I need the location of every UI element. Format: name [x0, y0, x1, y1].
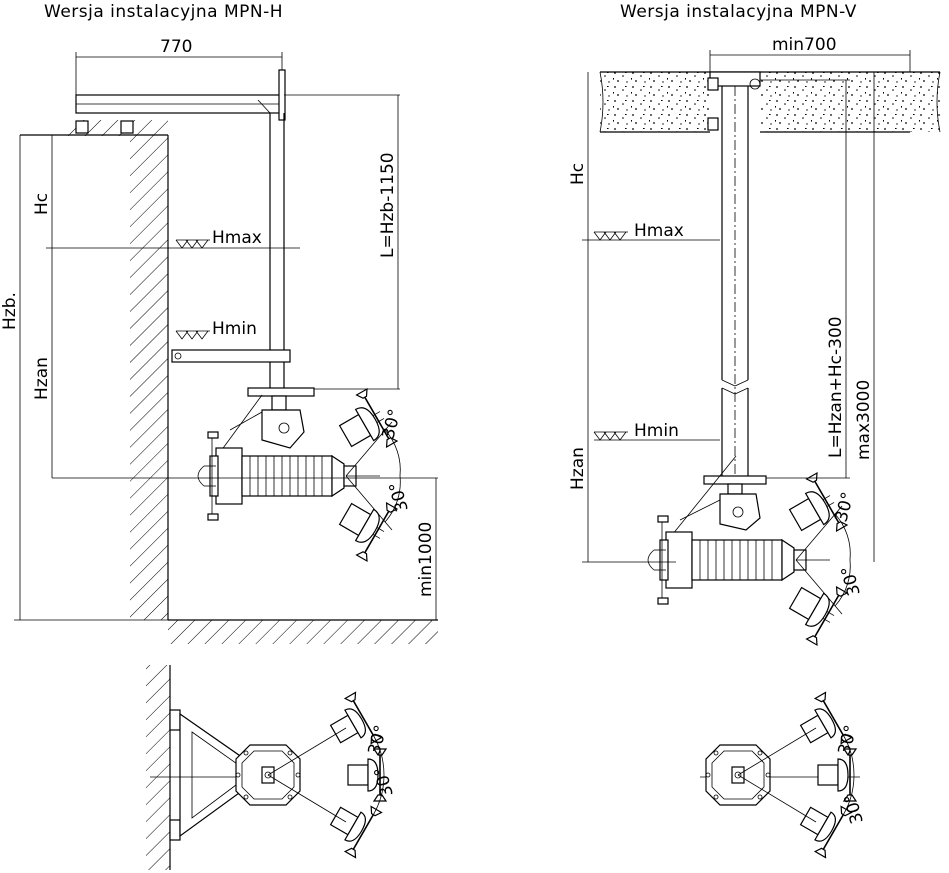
left-dim-length: L=Hzb-1150 [378, 152, 398, 258]
left-view-title: Wersja instalacyjna MPN-H [44, 2, 283, 22]
right-label-hzan: Hzan [568, 447, 588, 490]
right-elevation-view: 30° 30° Hc Hzan Hmax Hmin min700 L=Hzan+… [568, 35, 941, 646]
right-label-hc: Hc [568, 163, 588, 185]
left-plan-angle-lower: 30° [371, 765, 398, 799]
right-dim-length: L=Hzan+Hc-300 [826, 316, 846, 458]
right-dim-width: min700 [772, 35, 837, 55]
left-label-hmin: Hmin [212, 319, 257, 339]
right-label-hmax: Hmax [634, 221, 684, 241]
right-plan-view: 30° 30° [700, 691, 868, 859]
left-label-hc: Hc [32, 193, 52, 215]
left-dim-min-depth: min1000 [416, 522, 436, 597]
left-dim-width: 770 [160, 37, 192, 57]
right-label-hmin: Hmin [634, 421, 679, 441]
right-dim-max: max3000 [854, 380, 874, 460]
left-label-hzb: Hzb. [0, 292, 20, 330]
left-label-hzan: Hzan [32, 357, 52, 400]
left-label-hmax: Hmax [212, 228, 262, 248]
right-plan-angle-lower: 30° [841, 792, 868, 826]
left-plan-view: 30° 30° [146, 665, 398, 870]
left-elevation-view: 30° 30° Hzb. Hc Hzan Hmax Hmin 770 L=Hzb… [0, 37, 438, 644]
left-angle-upper: 30° [379, 407, 406, 441]
right-angle-upper: 30° [832, 490, 859, 524]
right-view-title: Wersja instalacyjna MPN-V [620, 2, 857, 22]
